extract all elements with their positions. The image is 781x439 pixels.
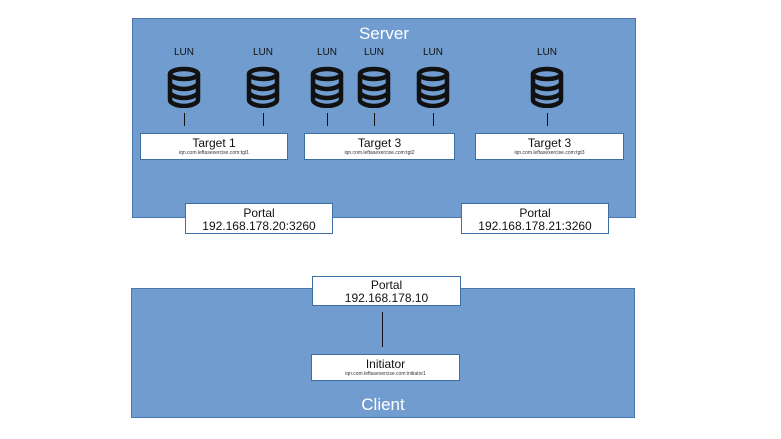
- database-icon: [416, 66, 450, 108]
- lun-connector: [263, 113, 264, 126]
- lun-connector: [374, 113, 375, 126]
- portal-title: Portal: [519, 206, 551, 220]
- server-title: Server: [358, 24, 410, 43]
- portal-box: Portal 192.168.178.20:3260: [185, 203, 333, 234]
- lun-label: LUN: [363, 47, 384, 58]
- initiator-box: Initiator iqn.com.leftasexercise.com:ini…: [311, 354, 460, 381]
- database-icon: [357, 66, 391, 108]
- lun-connector: [327, 113, 328, 126]
- target-iqn: iqn.com.leftasexercise.com:tgt3: [514, 150, 585, 156]
- client-title: Client: [361, 395, 405, 414]
- portal-title: Portal: [243, 206, 275, 220]
- target-box: Target 1 iqn.com.leftasexercise.com:tgt1: [140, 133, 288, 160]
- lun-connector: [547, 113, 548, 126]
- lun-label: LUN: [422, 47, 443, 58]
- client-portal-box: Portal 192.168.178.10: [312, 276, 461, 306]
- database-icon: [246, 66, 280, 108]
- lun-label: LUN: [316, 47, 337, 58]
- portal-address: 192.168.178.10: [344, 291, 429, 305]
- lun-connector: [184, 113, 185, 126]
- initiator-connector: [382, 312, 383, 347]
- portal-box: Portal 192.168.178.21:3260: [461, 203, 609, 234]
- lun-connector: [433, 113, 434, 126]
- client-panel: Client: [131, 288, 635, 418]
- target-iqn: iqn.com.leftasexercise.com:tgt1: [178, 150, 250, 156]
- initiator-iqn: iqn.com.leftasexercise.com:initiator1: [345, 371, 426, 377]
- database-icon: [167, 66, 201, 108]
- portal-address: 192.168.178.21:3260: [478, 219, 592, 233]
- target-box: Target 3 iqn.com.leftasexercise.com:tgt2: [304, 133, 455, 160]
- lun-label: LUN: [252, 47, 273, 58]
- target-title: Target 1: [192, 136, 236, 150]
- lun-label: LUN: [173, 47, 194, 58]
- portal-title: Portal: [370, 278, 403, 292]
- database-icon: [310, 66, 344, 108]
- database-icon: [530, 66, 564, 108]
- target-title: Target 3: [527, 136, 572, 150]
- server-panel: Server: [132, 18, 636, 218]
- target-title: Target 3: [357, 136, 402, 150]
- target-box: Target 3 iqn.com.leftasexercise.com:tgt3: [475, 133, 624, 160]
- target-iqn: iqn.com.leftasexercise.com:tgt2: [344, 150, 415, 156]
- portal-address: 192.168.178.20:3260: [202, 219, 316, 233]
- initiator-title: Initiator: [365, 357, 406, 371]
- lun-label: LUN: [536, 47, 557, 58]
